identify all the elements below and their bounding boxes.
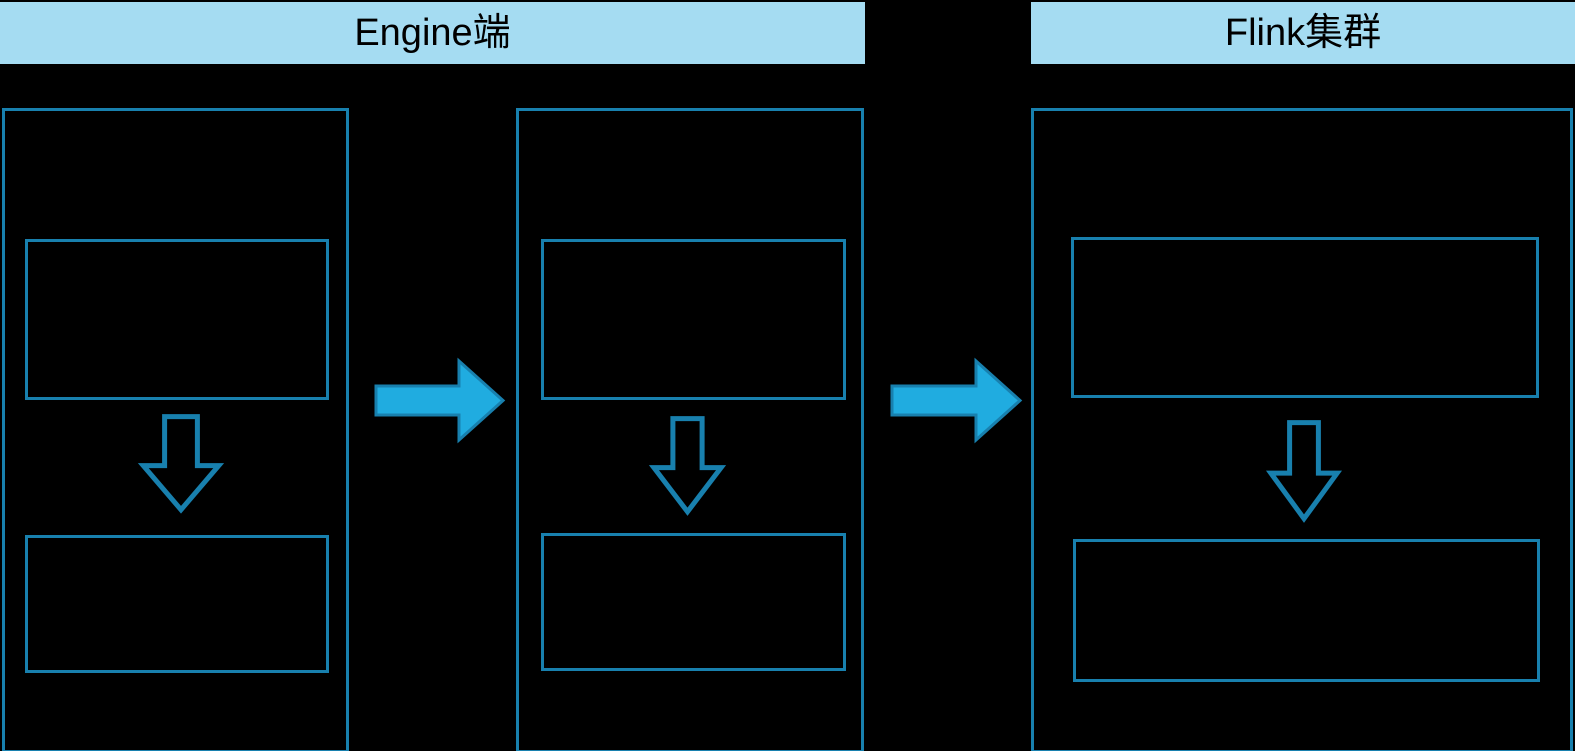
box-engine-right-top xyxy=(541,239,846,400)
arrow-down-icon xyxy=(140,415,222,513)
box-engine-right-bottom xyxy=(541,533,846,671)
box-flink-top xyxy=(1071,237,1539,398)
header-label-engine: Engine端 xyxy=(354,12,511,54)
box-engine-left-bottom xyxy=(25,535,329,673)
box-engine-left-top xyxy=(25,239,329,400)
header-bar-flink: Flink集群 xyxy=(1031,2,1575,64)
header-bar-engine: Engine端 xyxy=(0,2,865,64)
arrow-right-icon xyxy=(374,358,505,443)
header-label-flink: Flink集群 xyxy=(1224,12,1382,54)
arrow-down-icon xyxy=(1268,421,1340,522)
box-flink-bottom xyxy=(1073,539,1540,682)
arrow-down-icon xyxy=(651,417,724,515)
arrow-right-icon xyxy=(890,358,1022,443)
